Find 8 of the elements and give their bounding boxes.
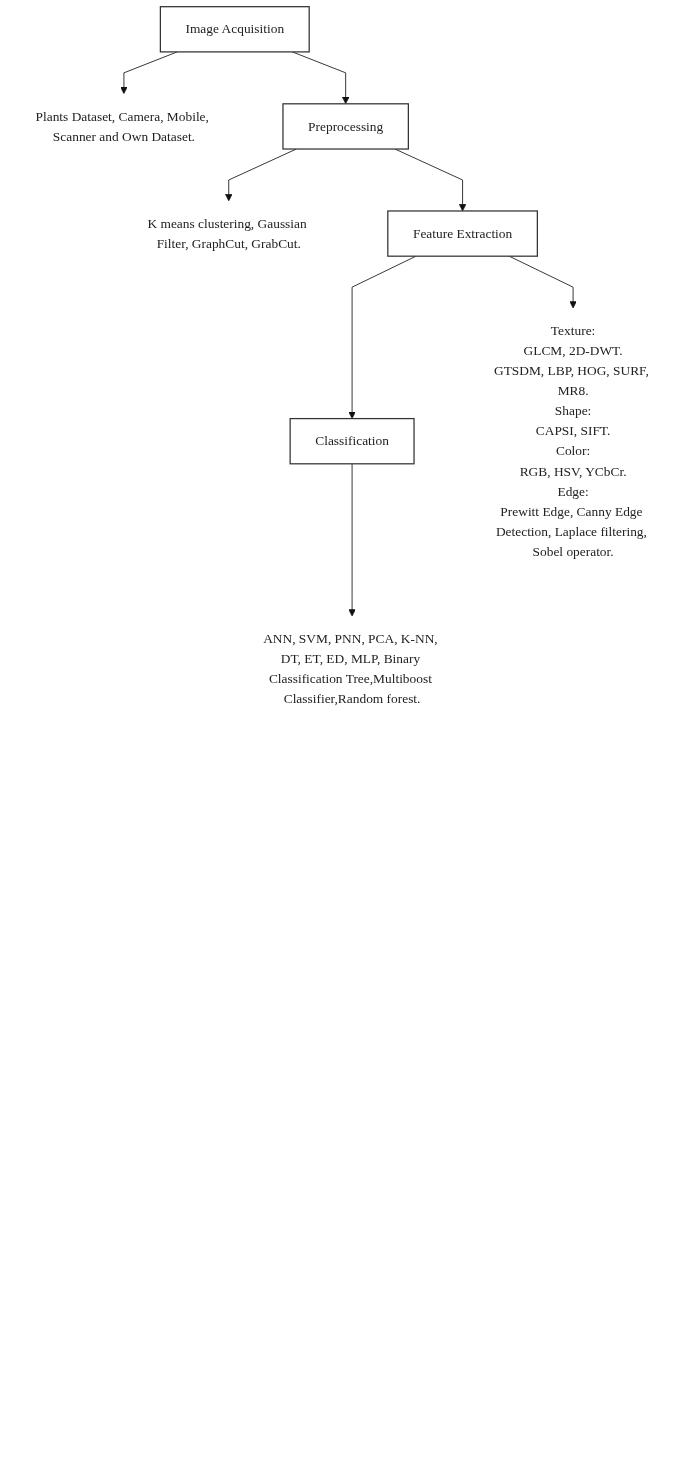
- node-text: Plants Dataset, Camera, Mobile, Scanner and Own Dataset.: [35, 108, 209, 144]
- node-text: K means clustering, Gaussian Filter, GraphCut, GrabCut.: [147, 216, 307, 251]
- node-box: Preprocessing: [282, 103, 409, 150]
- node-box: Image Acquisition: [159, 6, 310, 53]
- node-text: ANN, SVM, PNN, PCA, K-NN, DT, ET, ED, MLP, Binary Classification Tree,Multiboost Classifier,Random forest.: [263, 631, 438, 706]
- node-box: Classification: [289, 417, 415, 465]
- node-text: Texture: GLCM, 2D-DWT. GTSDM, LBP, HOG, SURF, MR8. Shape: CAPSI, SIFT. Color: RGB, HSV, YCbCr. Edge: Prewitt Edge, Canny Edge Detection, Laplace filtering, Sobel operator.: [493, 323, 649, 559]
- node-box: Feature Extraction: [387, 210, 538, 257]
